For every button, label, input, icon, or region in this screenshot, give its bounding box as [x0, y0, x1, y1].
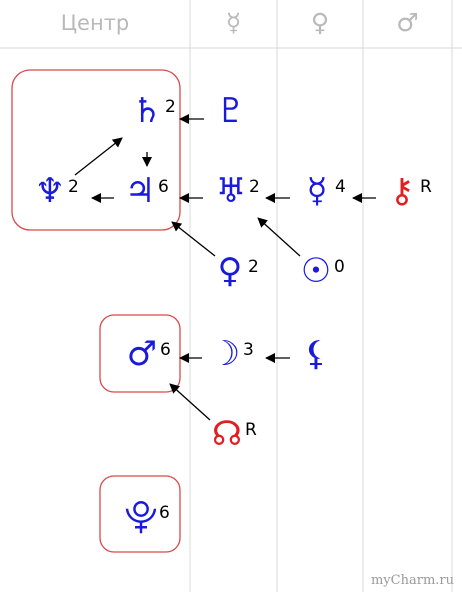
header-center: Центр	[60, 11, 130, 35]
header-mars-glyph: ♂	[396, 8, 419, 37]
planet-nodes: ♄2♇♆2♃6♅2☿4⚷R♀2☉0♂6☽3⚸☊R⯓6	[35, 91, 432, 537]
arrow-sun-to-uranus	[257, 217, 301, 257]
jupiter-value: 6	[158, 177, 169, 197]
arrow-node-to-mars	[169, 383, 211, 421]
saturn-value: 2	[165, 97, 176, 117]
pluto-value: 6	[159, 503, 170, 523]
neptune-value: 2	[68, 177, 79, 197]
center-frame-main	[11, 69, 181, 231]
header-mercury-glyph: ☿	[225, 8, 242, 37]
node-value: R	[245, 420, 257, 440]
moon-glyph-icon: ☽	[210, 334, 240, 374]
node-saturn: ♄2	[132, 91, 176, 131]
venus-glyph-icon: ♀	[218, 251, 243, 291]
node-mars: ♂6	[127, 334, 171, 374]
watermark: myCharm.ru	[370, 573, 454, 588]
node-glyph-icon: ☊	[212, 414, 242, 454]
moon-value: 3	[243, 340, 254, 360]
node-pluto: ⯓6	[124, 497, 169, 537]
chiron-value: R	[420, 177, 432, 197]
chiron-glyph-icon: ⚷	[390, 171, 415, 211]
lilith-glyph-icon: ⚸	[304, 334, 329, 374]
venus-value: 2	[248, 257, 259, 277]
node-chiron: ⚷R	[390, 171, 432, 211]
header-venus-glyph: ♀	[310, 8, 330, 37]
node-moon: ☽3	[210, 334, 254, 374]
sun-glyph-icon: ☉	[301, 251, 331, 291]
jupiter-glyph-icon: ♃	[125, 171, 155, 211]
node-neptune: ♆2	[35, 171, 79, 211]
mercury-glyph-icon: ☿	[307, 171, 328, 211]
node-venus: ♀2	[218, 251, 259, 291]
node-sun: ☉0	[301, 251, 345, 291]
center-frames	[11, 69, 181, 553]
neptune-glyph-icon: ♆	[35, 171, 65, 211]
pluto_top-glyph-icon: ♇	[216, 91, 246, 131]
node-lilith: ⚸	[304, 334, 329, 374]
mars-value: 6	[160, 340, 171, 360]
sun-value: 0	[334, 257, 345, 277]
center-frame-pluto	[99, 475, 181, 553]
saturn-glyph-icon: ♄	[132, 91, 162, 131]
node-mercury: ☿4	[307, 171, 346, 211]
node-pluto_top: ♇	[216, 91, 246, 131]
node-uranus: ♅2	[216, 171, 260, 211]
arrows	[74, 114, 376, 421]
node-node: ☊R	[212, 414, 257, 454]
node-jupiter: ♃6	[125, 171, 169, 211]
arrow-neptune-to-saturn	[74, 137, 123, 176]
uranus-glyph-icon: ♅	[216, 171, 246, 211]
arrow-venus-to-jupiter	[171, 221, 216, 257]
mercury-value: 4	[335, 177, 346, 197]
mars-glyph-icon: ♂	[127, 334, 157, 374]
pluto-glyph-icon: ⯓	[124, 497, 157, 537]
uranus-value: 2	[249, 177, 260, 197]
